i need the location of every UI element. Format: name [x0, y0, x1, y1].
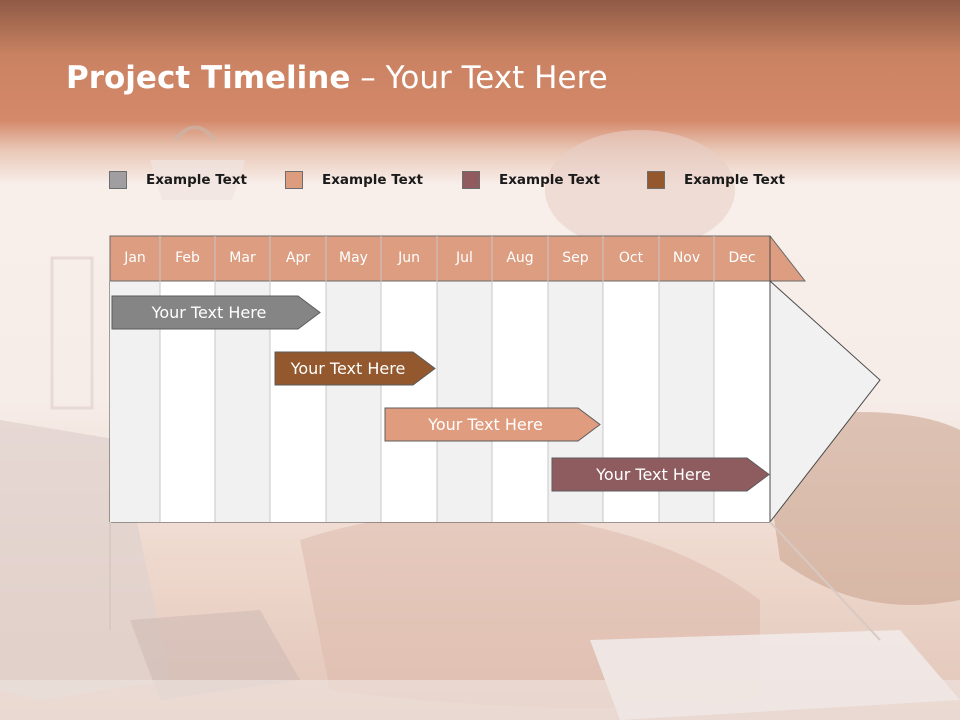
month-label: Apr: [285, 250, 311, 266]
task-arrow[interactable]: [111, 295, 321, 330]
month-label: Nov: [672, 250, 701, 266]
month-label: Feb: [175, 250, 200, 266]
legend-item-4: Example Text: [647, 170, 785, 190]
legend-item-2: Example Text: [285, 170, 423, 190]
month-column: [381, 281, 437, 522]
month-column: [492, 281, 548, 522]
legend-item-3: Example Text: [462, 170, 600, 190]
month-column: [437, 281, 492, 522]
legend-label: Example Text: [684, 172, 785, 188]
month-label: Jan: [124, 250, 146, 266]
month-label: Jul: [456, 250, 473, 266]
task-arrow[interactable]: [384, 407, 601, 442]
task-label[interactable]: Your Text Here: [151, 303, 267, 322]
legend-label: Example Text: [499, 172, 600, 188]
month-label: Sep: [562, 250, 589, 266]
task-arrow[interactable]: [274, 351, 436, 386]
legend-label: Example Text: [322, 172, 423, 188]
month-column: [326, 281, 381, 522]
task-label[interactable]: Your Text Here: [428, 415, 543, 434]
legend-swatch: [109, 171, 127, 189]
slide-title: Project Timeline – Your Text Here: [66, 60, 608, 96]
task-label[interactable]: Your Text Here: [290, 359, 406, 378]
legend-swatch: [647, 171, 665, 189]
month-label: May: [339, 250, 368, 266]
title-rest: – Your Text Here: [350, 60, 608, 96]
month-label: Oct: [618, 250, 644, 266]
legend-item-1: Example Text: [109, 170, 247, 190]
month-label: Jun: [398, 250, 420, 266]
legend-label: Example Text: [146, 172, 247, 188]
legend-swatch: [462, 171, 480, 189]
legend-swatch: [285, 171, 303, 189]
month-label: Aug: [506, 250, 534, 266]
task-arrow[interactable]: [551, 457, 770, 492]
month-label: Mar: [229, 250, 256, 266]
month-label: Dec: [728, 250, 756, 266]
month-header-row: [109, 235, 807, 282]
title-bold: Project Timeline: [66, 60, 351, 96]
task-label[interactable]: Your Text Here: [596, 465, 711, 484]
